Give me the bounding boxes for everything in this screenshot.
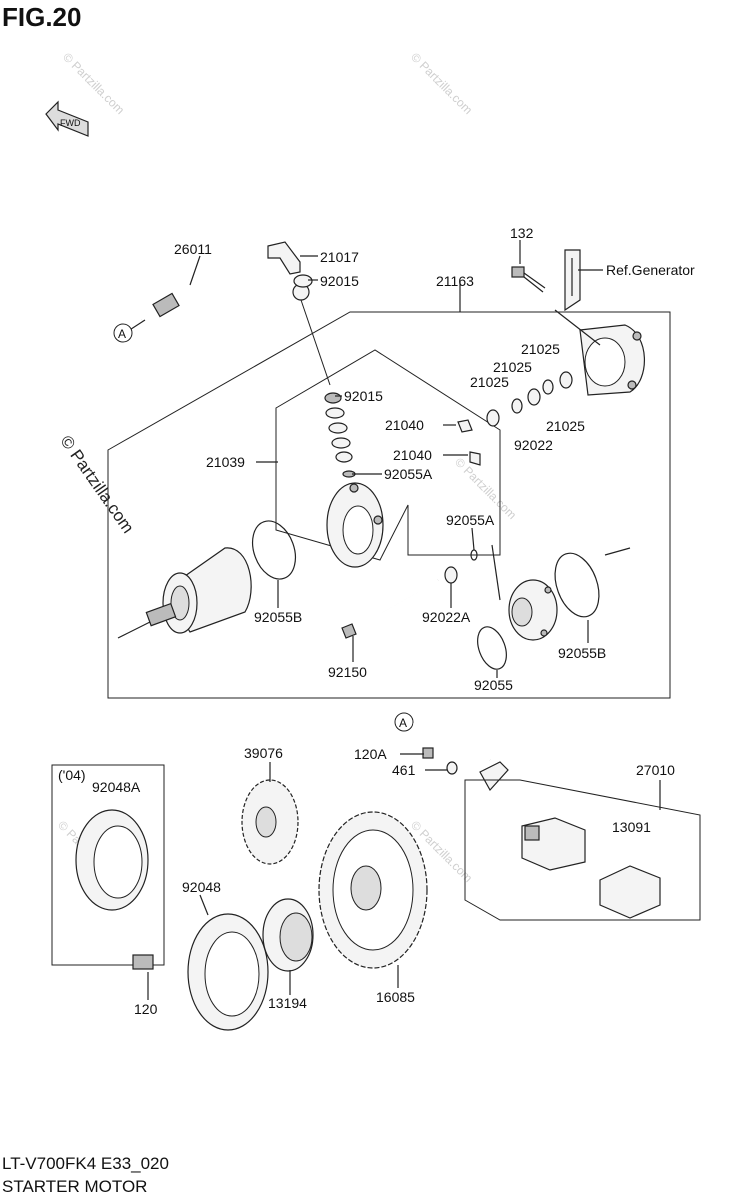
diagram-name: STARTER MOTOR	[2, 1177, 148, 1196]
callout-21040-a: 21040	[385, 417, 424, 433]
ref-a-circle-top	[113, 323, 133, 343]
one-way-clutch	[262, 898, 314, 972]
callout-27010: 27010	[636, 762, 675, 778]
figure-title: FIG.20	[2, 2, 82, 32]
callout-92015-top: 92015	[320, 273, 359, 289]
starter-cable	[140, 280, 331, 386]
callout-92055b-left: 92055B	[254, 609, 302, 625]
callout-21040-b: 21040	[393, 447, 432, 463]
washer-461	[446, 761, 458, 775]
terminal-cap	[267, 241, 313, 288]
o-ring-92055b-left	[251, 520, 297, 580]
callout-ref-generator: Ref.Generator	[606, 262, 695, 278]
callout-21163: 21163	[436, 273, 474, 289]
callout-13194: 13194	[268, 995, 307, 1011]
callout-92055a-b: 92055A	[446, 512, 495, 528]
callout-21025-d: 21025	[546, 418, 585, 434]
callout-92055b-right: 92055B	[558, 645, 606, 661]
ref-a-label-top: A	[118, 327, 126, 341]
plate-92048	[187, 913, 269, 1031]
callout-92048: 92048	[182, 879, 221, 895]
washer-92022a	[444, 566, 458, 584]
callout-120a: 120A	[354, 746, 387, 762]
callout-132: 132	[510, 225, 534, 241]
ref-a-circle-bottom	[394, 712, 414, 732]
relay-bracket	[479, 761, 509, 792]
brush-a	[457, 419, 473, 433]
callout-120: 120	[134, 1001, 158, 1017]
starter-relay	[521, 817, 586, 871]
callout-92055a-a: 92055A	[384, 466, 433, 482]
callout-461: 461	[392, 762, 416, 778]
callout-39076: 39076	[244, 745, 283, 761]
o-ring-92055	[477, 626, 507, 670]
callout-21025-b: 21025	[493, 359, 532, 375]
callout-92048a: 92048A	[92, 779, 141, 795]
o-ring-92055b-right	[554, 552, 600, 618]
leader-lines	[147, 240, 661, 1000]
callout-92022: 92022	[514, 437, 553, 453]
bolt-120	[132, 954, 154, 970]
idler-gear	[241, 779, 299, 865]
callout-92015-mid: 92015	[344, 388, 383, 404]
starter-motor	[117, 547, 252, 639]
brush-group-frame	[275, 349, 501, 561]
callout-13091: 13091	[612, 819, 651, 835]
brush-b	[469, 451, 481, 466]
fwd-arrow-icon: FWD	[45, 100, 89, 137]
relay-frame	[464, 779, 701, 921]
callout-92150: 92150	[328, 664, 367, 680]
variant-box-04	[51, 764, 165, 966]
plate-92048a	[75, 809, 149, 911]
relay-fuse-13091	[599, 865, 661, 919]
fwd-label: FWD	[60, 118, 81, 128]
callout-21025-a: 21025	[521, 341, 560, 357]
callout-26011: 26011	[174, 241, 212, 257]
bolt-120a	[422, 747, 434, 759]
front-cover	[508, 579, 558, 641]
diagram-code: LT-V700FK4 E33_020	[2, 1154, 169, 1173]
callout-21039: 21039	[206, 454, 245, 470]
ref-a-label-bottom: A	[399, 716, 407, 730]
bolt-132	[511, 266, 546, 293]
callout-04: ('04)	[58, 767, 86, 783]
generator-bracket	[564, 249, 581, 312]
through-bolt	[341, 579, 439, 639]
rear-cover	[579, 324, 645, 396]
terminal-nut-stack	[324, 392, 356, 478]
callout-21017: 21017	[320, 249, 359, 265]
starter-driven-gear	[318, 811, 428, 969]
callout-16085: 16085	[376, 989, 415, 1005]
callout-92022a: 92022A	[422, 609, 471, 625]
brush-plate	[326, 482, 384, 568]
washer-set	[486, 371, 573, 427]
callout-21025-c: 21025	[470, 374, 509, 390]
callout-92055: 92055	[474, 677, 513, 693]
